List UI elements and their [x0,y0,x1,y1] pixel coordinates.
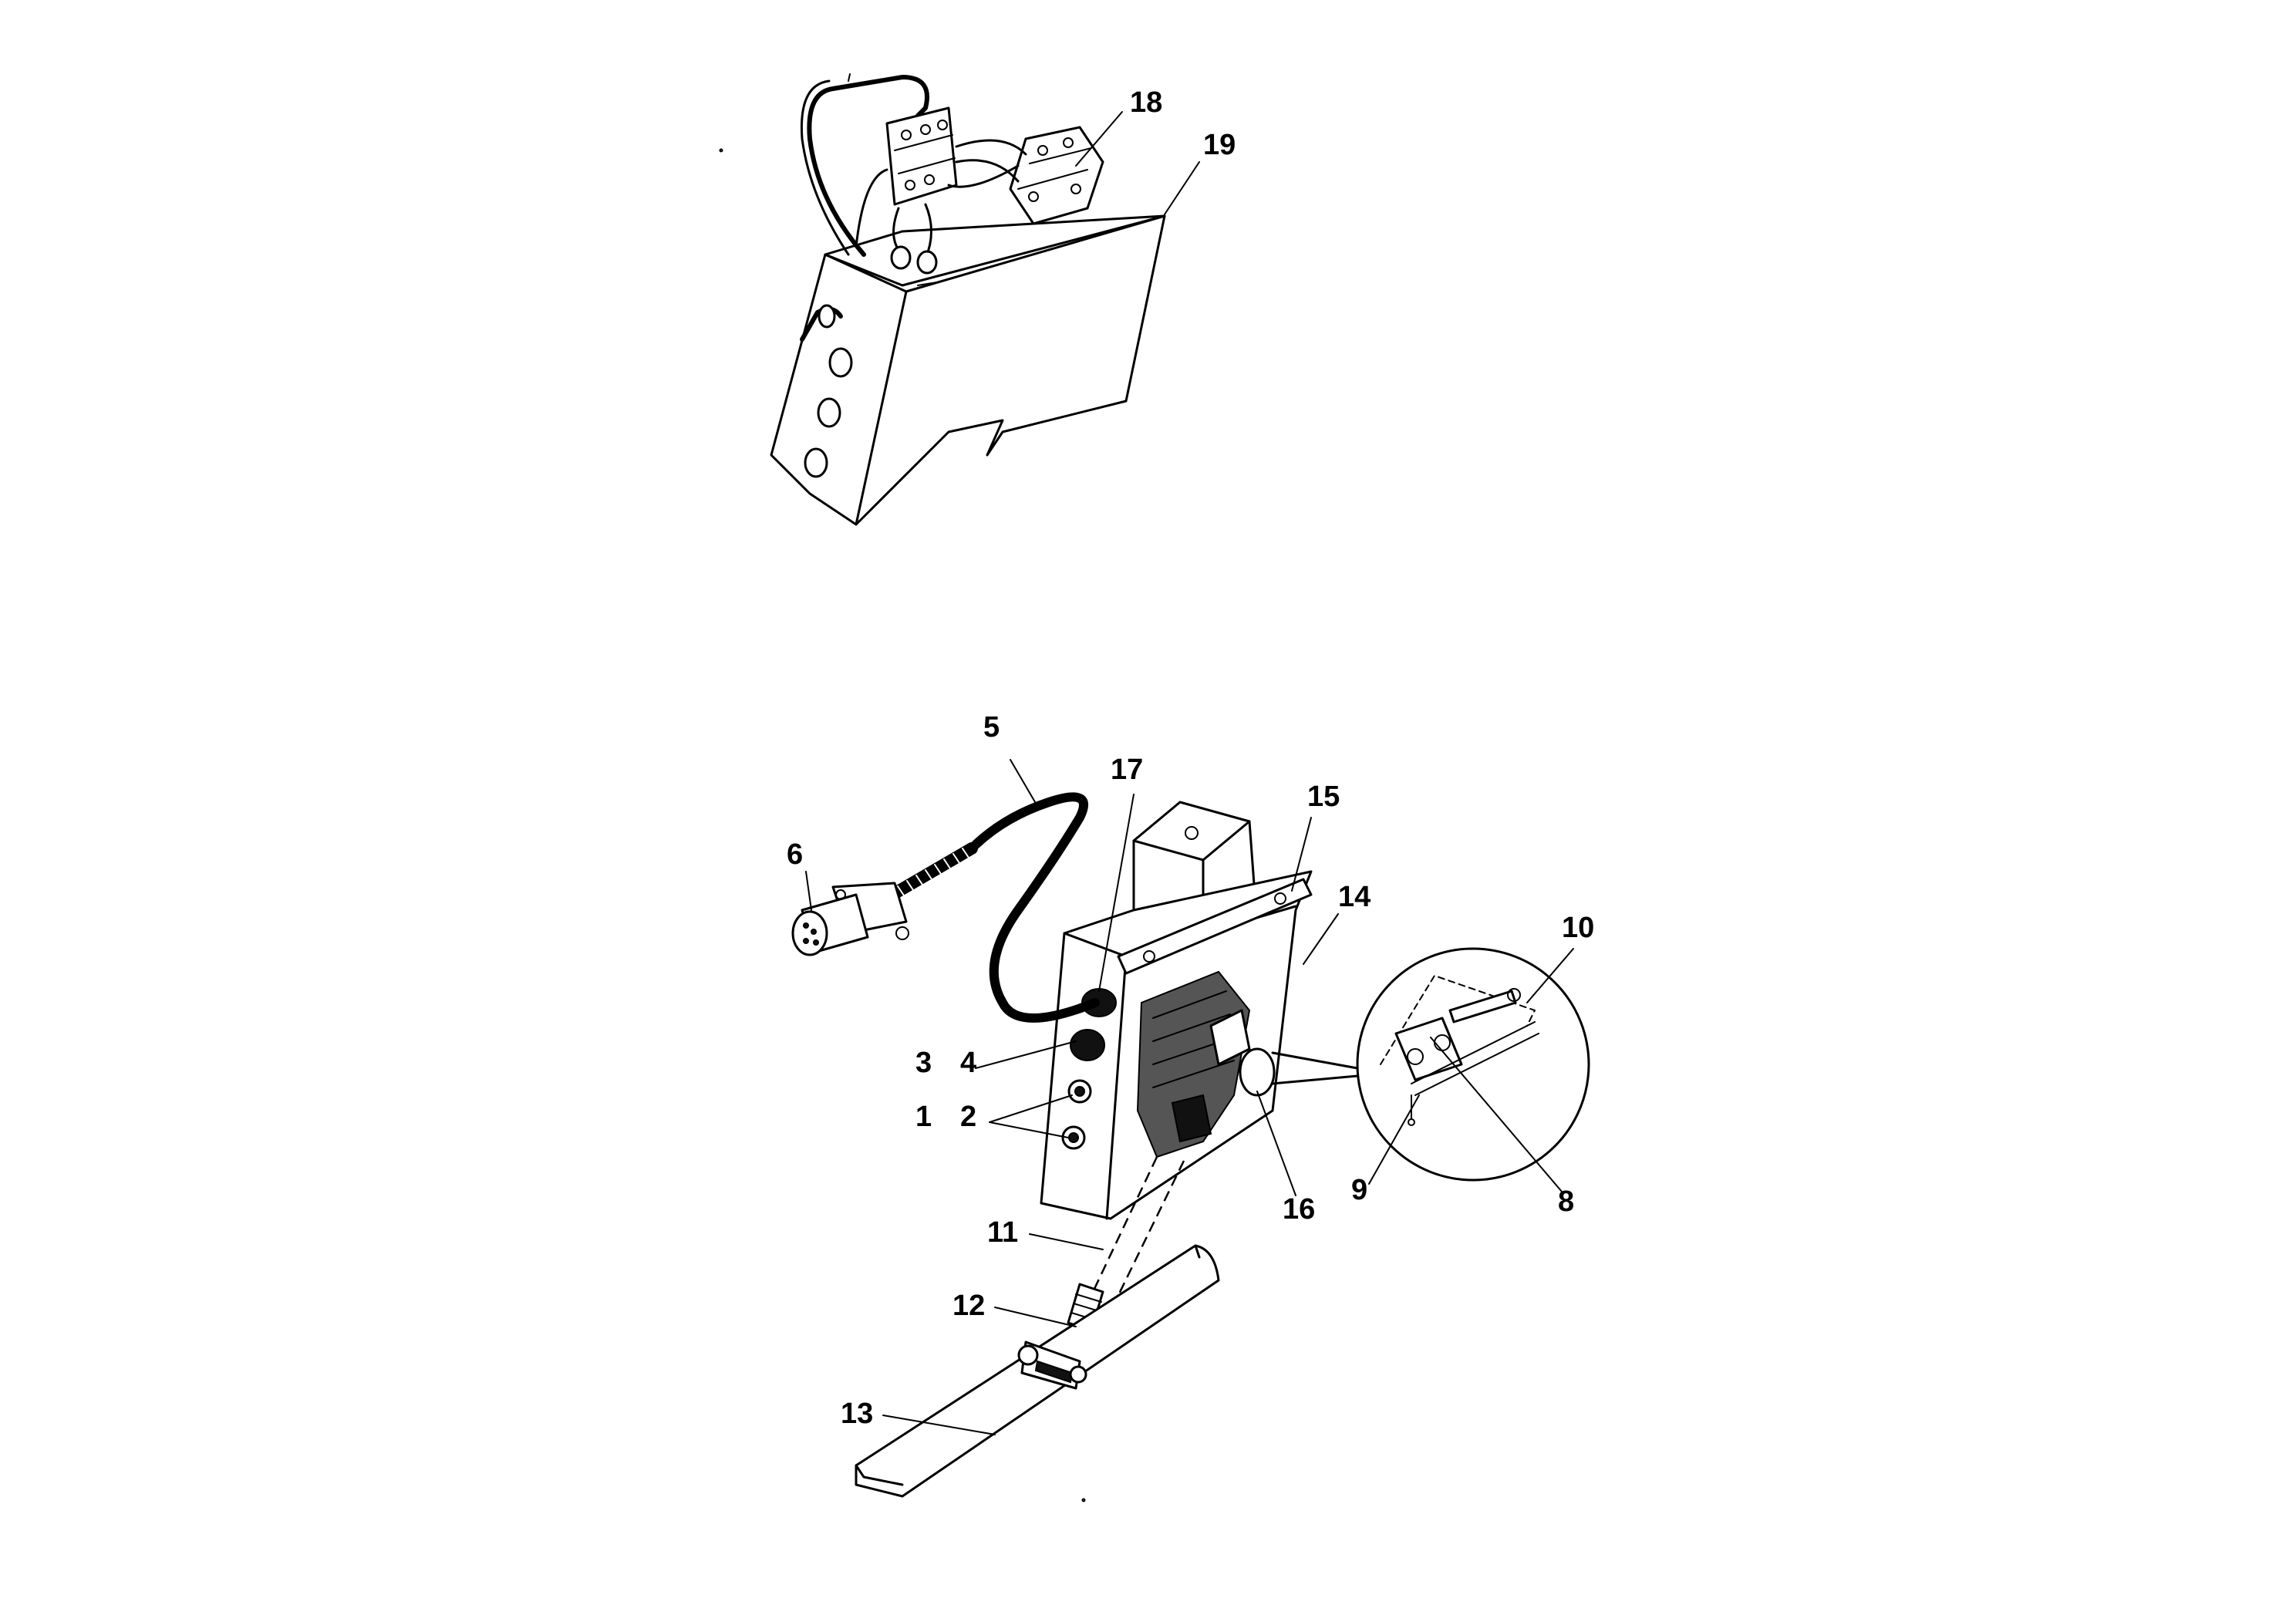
detail-view [1271,947,1590,1182]
pedal-hinge [1017,1340,1087,1390]
callout-8: 8 [1558,1185,1574,1218]
side-cover [1239,1047,1276,1097]
leader-lines [805,111,1574,1435]
callout-10: 10 [1562,912,1594,944]
relay-block [1009,126,1104,225]
callout-13: 13 [841,1398,873,1430]
callout-9: 9 [1351,1174,1367,1206]
box-hole-3 [804,447,828,478]
callout-11: 11 [987,1216,1018,1249]
callout-5: 5 [983,711,1000,744]
cable [967,792,1100,1023]
callout-2: 2 [960,1101,976,1133]
callout-6: 6 [787,838,803,871]
terminal-block-1 [885,106,958,206]
junction-box-assembly [770,73,1166,526]
callout-17: 17 [1111,754,1143,786]
control-box-assembly [791,792,1313,1498]
callout-12: 12 [952,1290,985,1322]
box-hole-1 [828,347,853,378]
callout-1: 1 [915,1101,932,1133]
callout-19: 19 [1203,129,1236,161]
side-rail [1117,878,1313,975]
warning-lamp [1070,1029,1105,1061]
callout-3: 3 [915,1047,932,1079]
plug-connector [791,882,909,956]
callout-18: 18 [1130,86,1162,119]
callout-15: 15 [1307,781,1340,813]
internal-mechanism [1136,970,1251,1158]
callout-4: 4 [960,1047,976,1079]
shaft-guide [1109,1160,1185,1312]
junction-box-body [770,214,1166,526]
cable-loop [807,75,929,257]
callout-labels: 18 19 5 17 15 6 14 10 3 4 1 2 9 16 8 11 … [787,86,1594,1430]
callout-14: 14 [1338,881,1371,913]
callout-16: 16 [1283,1193,1315,1226]
detail-circle [1356,947,1590,1182]
box-hole-2 [817,397,841,428]
